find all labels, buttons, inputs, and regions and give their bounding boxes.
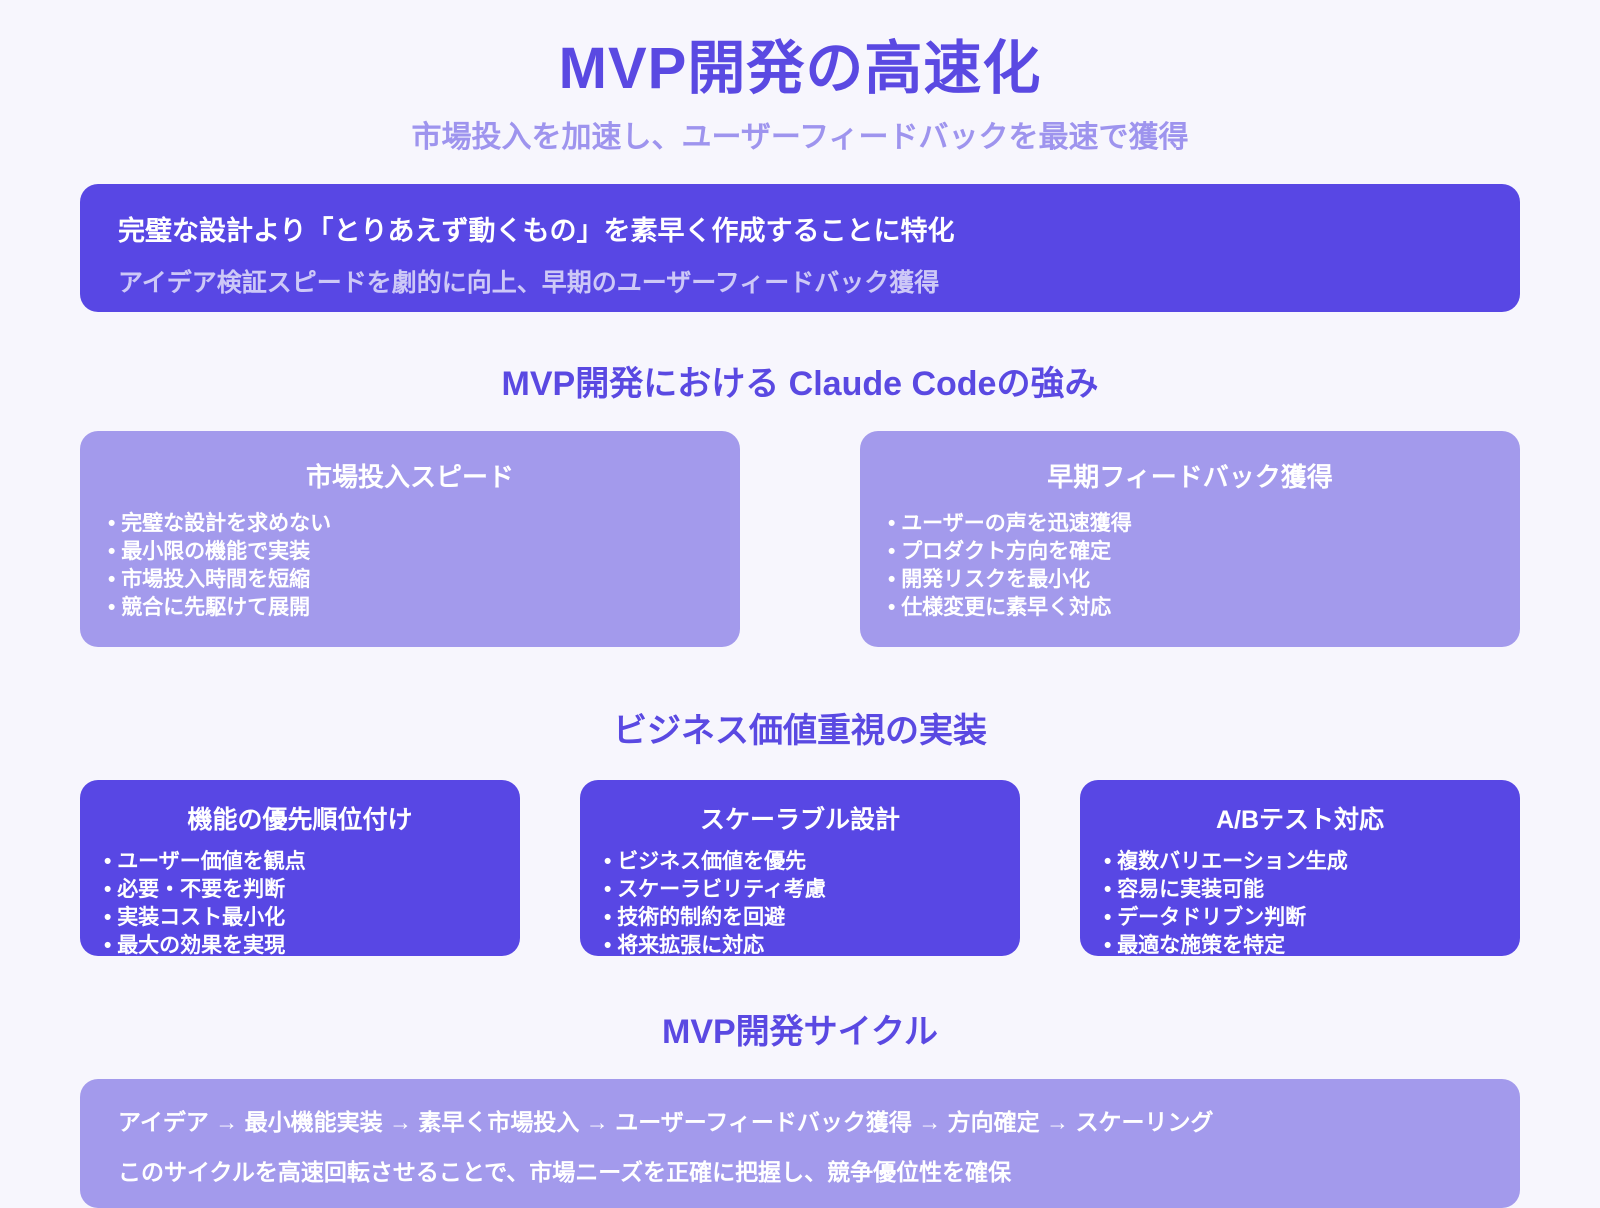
bullet-item: 市場投入時間を短縮 [106,566,714,594]
bullet-item: 最小限の機能で実装 [106,538,714,566]
cycle-section-heading: MVP開発サイクル [662,1012,938,1051]
bullet-list: ユーザーの声を迅速獲得 プロダクト方向を確定 開発リスクを最小化 仕様変更に素早… [886,510,1494,622]
bullet-item: データドリブン判断 [1102,904,1498,932]
business-card-row: 機能の優先順位付け ユーザー価値を観点 必要・不要を判断 実装コスト最小化 最大… [80,779,1520,957]
hero-headline: 完璧な設計より「とりあえず動くもの」を素早く作成することに特化 [118,215,955,246]
strengths-section-heading: MVP開発における Claude Codeの強み [501,364,1099,403]
bullet-list: 複数バリエーション生成 容易に実装可能 データドリブン判断 最適な施策を特定 [1102,848,1498,960]
bullet-item: 競合に先駆けて展開 [106,594,714,622]
bullet-item: 最大の効果を実現 [102,932,498,960]
bullet-list: ビジネス価値を優先 スケーラビリティ考慮 技術的制約を回避 将来拡張に対応 [602,848,998,960]
bullet-item: 開発リスクを最小化 [886,566,1494,594]
cycle-flow-text: アイデア → 最小機能実装 → 素早く市場投入 → ユーザーフィードバック獲得 … [118,1108,1214,1135]
card-feature-priority: 機能の優先順位付け ユーザー価値を観点 必要・不要を判断 実装コスト最小化 最大… [80,779,520,957]
card-title: 市場投入スピード [305,461,514,492]
cycle-note-text: このサイクルを高速回転させることで、市場ニーズを正確に把握し、競争優位性を確保 [118,1158,1012,1185]
bullet-item: ユーザーの声を迅速獲得 [886,510,1494,538]
bullet-item: 最適な施策を特定 [1102,932,1498,960]
card-title: 早期フィードバック獲得 [1047,461,1333,492]
bullet-item: 完璧な設計を求めない [106,510,714,538]
card-market-speed: 市場投入スピード 完璧な設計を求めない 最小限の機能で実装 市場投入時間を短縮 … [80,430,740,647]
hero-subtext: アイデア検証スピードを劇的に向上、早期のユーザーフィードバック獲得 [118,268,940,297]
page-title: MVP開発の高速化 [558,36,1042,101]
bullet-item: 複数バリエーション生成 [1102,848,1498,876]
card-early-feedback: 早期フィードバック獲得 ユーザーの声を迅速獲得 プロダクト方向を確定 開発リスク… [860,430,1520,647]
cycle-banner: アイデア → 最小機能実装 → 素早く市場投入 → ユーザーフィードバック獲得 … [80,1078,1520,1208]
bullet-item: 技術的制約を回避 [602,904,998,932]
bullet-item: ビジネス価値を優先 [602,848,998,876]
bullet-item: 容易に実装可能 [1102,876,1498,904]
bullet-item: スケーラビリティ考慮 [602,876,998,904]
bullet-item: 実装コスト最小化 [102,904,498,932]
hero-banner: 完璧な設計より「とりあえず動くもの」を素早く作成することに特化 アイデア検証スピ… [80,183,1520,312]
card-title: スケーラブル設計 [699,805,900,834]
strengths-card-row: 市場投入スピード 完璧な設計を求めない 最小限の機能で実装 市場投入時間を短縮 … [80,430,1520,647]
bullet-item: プロダクト方向を確定 [886,538,1494,566]
bullet-list: 完璧な設計を求めない 最小限の機能で実装 市場投入時間を短縮 競合に先駆けて展開 [106,510,714,622]
card-title: A/Bテスト対応 [1215,805,1385,834]
bullet-item: ユーザー価値を観点 [102,848,498,876]
page-subtitle: 市場投入を加速し、ユーザーフィードバックを最速で獲得 [411,120,1189,154]
bullet-item: 仕様変更に素早く対応 [886,594,1494,622]
bullet-list: ユーザー価値を観点 必要・不要を判断 実装コスト最小化 最大の効果を実現 [102,848,498,960]
bullet-item: 将来拡張に対応 [602,932,998,960]
card-scalable-design: スケーラブル設計 ビジネス価値を優先 スケーラビリティ考慮 技術的制約を回避 将… [580,779,1020,957]
business-section-heading: ビジネス価値重視の実装 [613,711,987,750]
card-ab-test: A/Bテスト対応 複数バリエーション生成 容易に実装可能 データドリブン判断 最… [1080,779,1520,957]
card-title: 機能の優先順位付け [187,805,413,834]
bullet-item: 必要・不要を判断 [102,876,498,904]
